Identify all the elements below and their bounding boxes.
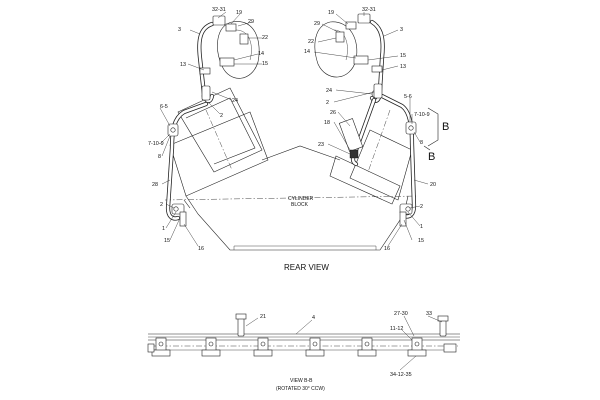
coupling-left-2a bbox=[201, 85, 211, 101]
callout-left-1: 1 bbox=[162, 226, 165, 232]
bracket-right-15 bbox=[353, 55, 369, 65]
callout-left-22: 22 bbox=[262, 35, 268, 41]
callout-left-24: 24 bbox=[232, 98, 238, 104]
callout-left-28: 28 bbox=[152, 182, 158, 188]
rail-clamp-3 bbox=[253, 337, 273, 357]
rear-view-caption: REAR VIEW bbox=[284, 263, 329, 272]
upright-tube-21 bbox=[237, 317, 245, 337]
callout-left-2b: 2 bbox=[160, 202, 163, 208]
callout-right-8: 8 bbox=[420, 140, 423, 146]
callout-right-20: 20 bbox=[430, 182, 436, 188]
callout-right-15: 15 bbox=[400, 53, 406, 59]
callout-left-32-31: 32-31 bbox=[212, 7, 226, 13]
callout-right-16: 16 bbox=[384, 246, 390, 252]
callout-left-14: 14 bbox=[258, 51, 264, 57]
stud-left-16 bbox=[179, 211, 187, 227]
rail-clamp-4 bbox=[305, 337, 325, 357]
callout-bottom-4: 4 bbox=[312, 315, 315, 321]
callouts-bottom: 21 4 27-30 33 11-12 34-12-35 bbox=[260, 311, 432, 378]
callout-left-29: 29 bbox=[248, 19, 254, 25]
callout-right-14: 14 bbox=[304, 49, 310, 55]
callout-left-7-10-9: 7-10-9 bbox=[148, 141, 164, 147]
connector-right-23 bbox=[349, 149, 359, 159]
rail-clamp-1 bbox=[151, 337, 171, 357]
left-tube-assembly bbox=[165, 15, 249, 227]
clamp-right-22 bbox=[335, 31, 345, 43]
view-marker-b-lower: B bbox=[428, 151, 435, 163]
callout-left-13: 13 bbox=[180, 62, 186, 68]
upright-tube-33 bbox=[439, 319, 447, 337]
rail-clamp-5 bbox=[357, 337, 377, 357]
callout-right-26: 26 bbox=[330, 110, 336, 116]
callout-bottom-11-12: 11-12 bbox=[390, 326, 403, 332]
callouts-right: 19 32-31 29 3 22 14 15 13 24 2 5-6 7-10-… bbox=[304, 7, 436, 252]
right-tube-assembly bbox=[335, 13, 417, 227]
view-bb-rail bbox=[147, 313, 460, 371]
callout-right-2b: 2 bbox=[420, 204, 423, 210]
callout-left-3: 3 bbox=[178, 27, 181, 33]
callout-left-6-5: 6-5 bbox=[160, 104, 168, 110]
fitting-left-top bbox=[212, 15, 226, 26]
callout-left-19: 19 bbox=[236, 10, 242, 16]
callout-right-5-6: 5-6 bbox=[404, 94, 412, 100]
callout-left-2a: 2 bbox=[220, 113, 223, 119]
callout-right-24: 24 bbox=[326, 88, 332, 94]
callout-left-15: 15 bbox=[262, 61, 268, 67]
leader-lines bbox=[159, 11, 439, 247]
clip-right-13 bbox=[371, 65, 383, 73]
callout-left-16: 16 bbox=[198, 246, 204, 252]
callouts-left: 32-31 19 29 3 22 14 15 13 24 2 6-5 7-10-… bbox=[148, 7, 268, 252]
clamp-left-22 bbox=[239, 33, 249, 45]
bracket-left-top bbox=[225, 23, 237, 32]
cylinder-block-outline bbox=[164, 21, 419, 251]
stud-right-16 bbox=[399, 211, 407, 227]
cylinder-block-label-line1: CYLINDER bbox=[288, 196, 314, 202]
callout-left-15b: 15 bbox=[164, 238, 170, 244]
callout-right-13: 13 bbox=[400, 64, 406, 70]
rail-clamp-2 bbox=[201, 337, 221, 357]
callout-right-2a: 2 bbox=[326, 100, 329, 106]
bracket-left-15 bbox=[219, 57, 235, 67]
callout-bottom-33: 33 bbox=[426, 311, 432, 317]
clip-left-13 bbox=[199, 67, 211, 75]
callout-right-18: 18 bbox=[324, 120, 330, 126]
rail-clamp-6 bbox=[407, 337, 427, 357]
callout-left-8: 8 bbox=[158, 154, 161, 160]
callout-right-7-10-9: 7-10-9 bbox=[414, 112, 430, 118]
callout-right-19: 19 bbox=[328, 10, 334, 16]
callout-right-22: 22 bbox=[308, 39, 314, 45]
cylinder-block-label-line2: BLOCK bbox=[291, 202, 309, 208]
callout-bottom-27-30: 27-30 bbox=[394, 311, 408, 317]
callout-right-29: 29 bbox=[314, 21, 320, 27]
view-marker-b-upper: B bbox=[442, 121, 449, 133]
bracket-right-top bbox=[345, 21, 357, 30]
coupling-right-2a bbox=[373, 83, 383, 99]
view-bb-rotation-note: (ROTATED 30° CCW) bbox=[276, 386, 325, 392]
view-bb-caption: VIEW B-B bbox=[290, 378, 313, 384]
callout-bottom-34-12-35: 34-12-35 bbox=[390, 372, 412, 378]
callout-right-1: 1 bbox=[420, 224, 423, 230]
callout-bottom-21: 21 bbox=[260, 314, 266, 320]
callout-right-15b: 15 bbox=[418, 238, 424, 244]
callout-right-3: 3 bbox=[400, 27, 403, 33]
callout-right-32-31: 32-31 bbox=[362, 7, 376, 13]
callout-right-23: 23 bbox=[318, 142, 324, 148]
